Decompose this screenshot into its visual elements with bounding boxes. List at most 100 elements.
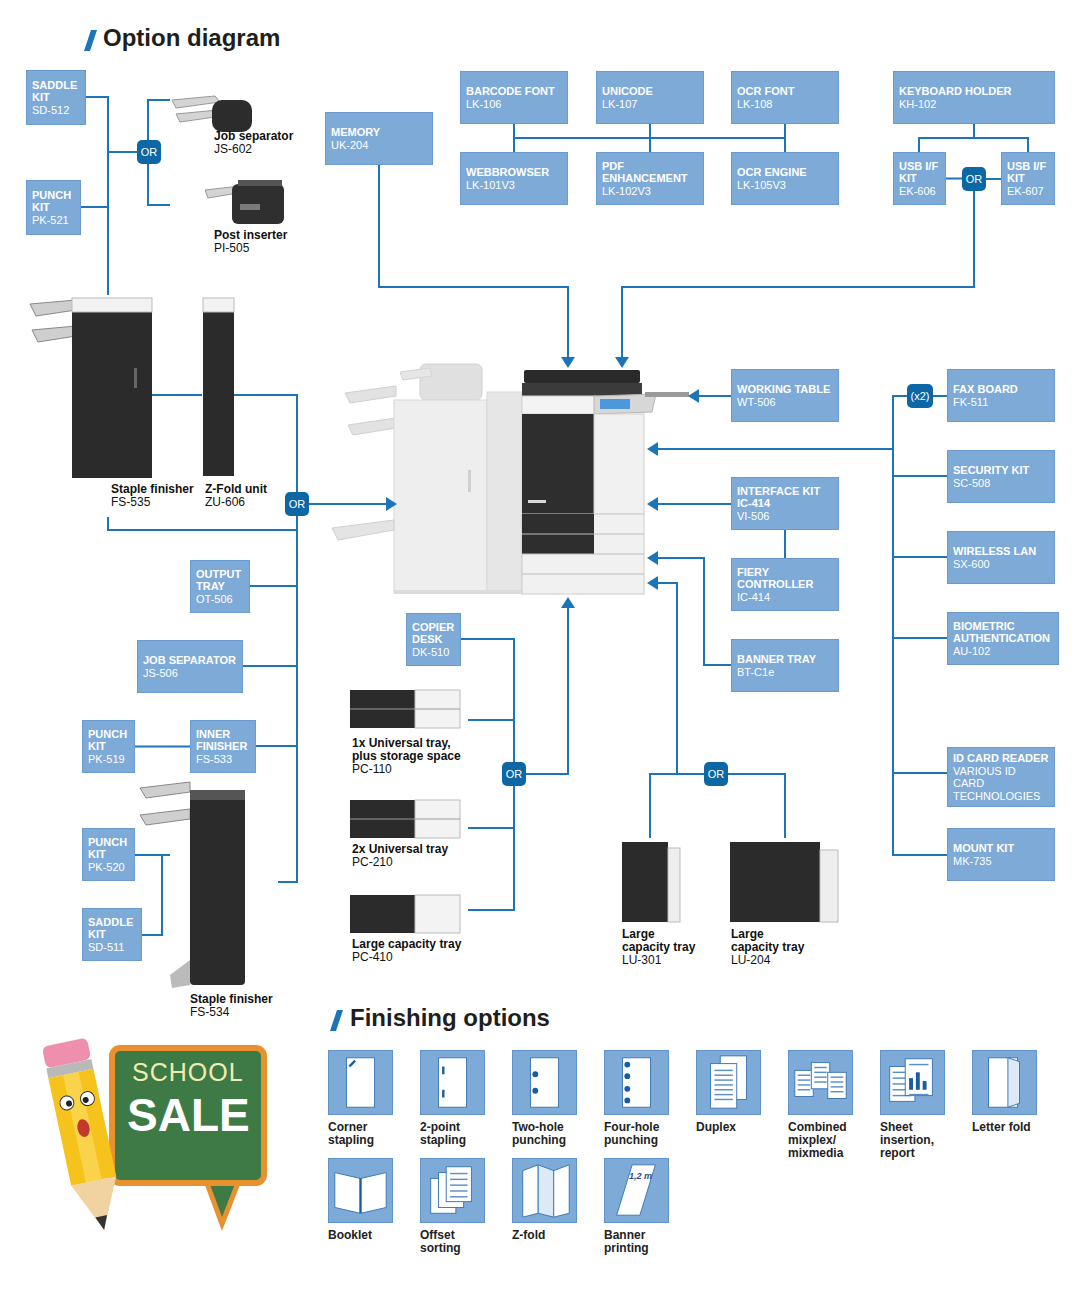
feature-icon bbox=[450, 1173, 467, 1174]
model-number: PC-210 bbox=[352, 856, 466, 869]
post-inserter-picture bbox=[240, 204, 260, 210]
feature-icon bbox=[624, 1098, 630, 1104]
feature-icon bbox=[814, 1072, 827, 1073]
caption-block: Z-Fold unitZU-606 bbox=[205, 483, 273, 509]
paper-tray-pictures bbox=[350, 895, 415, 933]
feature-icon bbox=[811, 1063, 829, 1089]
printer-body bbox=[645, 392, 689, 397]
sale-badge bbox=[112, 1048, 264, 1183]
model-number: SC-508 bbox=[953, 477, 1049, 490]
paper-tray-pictures bbox=[415, 895, 460, 933]
sale-badge bbox=[42, 1037, 127, 1234]
feature-icon bbox=[909, 1078, 913, 1090]
option-name: FIERY CONTROLLER bbox=[737, 566, 833, 591]
choice-badge: OR bbox=[704, 762, 728, 786]
caption-block: 1x Universal tray, plus storage spacePC-… bbox=[352, 737, 466, 776]
connector-line bbox=[893, 396, 947, 638]
option-box: JOB SEPARATORJS-506 bbox=[137, 640, 243, 693]
caption-block: Staple finisherFS-534 bbox=[190, 993, 276, 1019]
option-box: COPIER DESKDK-510 bbox=[406, 613, 461, 666]
finishing-tile: Two-hole punching bbox=[512, 1050, 584, 1147]
staple-finisher-picture bbox=[72, 298, 152, 478]
printer-body bbox=[522, 514, 644, 594]
model-number: PI-505 bbox=[214, 242, 298, 255]
feature-icon bbox=[831, 1086, 844, 1087]
model-number: DK-510 bbox=[412, 646, 455, 659]
sale-badge bbox=[48, 1069, 116, 1186]
connector-line bbox=[135, 746, 190, 748]
paper-tray-pictures bbox=[350, 709, 460, 710]
feature-icon bbox=[513, 1159, 576, 1222]
printer-body bbox=[524, 370, 640, 383]
option-name: SADDLE KIT bbox=[32, 79, 80, 104]
option-box: SADDLE KITSD-511 bbox=[82, 908, 142, 961]
model-number: PK-521 bbox=[32, 214, 75, 227]
option-name: WIRELESS LAN bbox=[953, 545, 1049, 558]
connector-line bbox=[108, 152, 137, 295]
feature-icon bbox=[828, 1072, 846, 1098]
sale-badge bbox=[66, 1100, 73, 1107]
option-name: INNER FINISHER bbox=[196, 728, 250, 753]
model-number: FK-511 bbox=[953, 396, 1049, 409]
connector-line bbox=[784, 124, 786, 152]
feature-name: Sheet insertion, report bbox=[880, 1121, 952, 1160]
connector-line bbox=[256, 516, 297, 746]
arrow-heads bbox=[688, 389, 699, 403]
choice-word: OR bbox=[289, 498, 306, 510]
wire-lines bbox=[152, 394, 202, 396]
feature-icon bbox=[446, 1167, 471, 1202]
product-item: Large capacity trayLU-204 bbox=[728, 838, 843, 968]
staple-finisher-picture bbox=[140, 809, 190, 825]
product-name: Post inserter bbox=[214, 229, 298, 242]
feature-icon bbox=[973, 1051, 1036, 1114]
feature-icon bbox=[714, 1094, 732, 1095]
model-number: SD-511 bbox=[88, 941, 136, 954]
connector-line bbox=[148, 164, 170, 205]
model-number: LK-107 bbox=[602, 98, 698, 111]
feature-icon bbox=[335, 1173, 360, 1214]
feature-icon bbox=[788, 1050, 853, 1115]
product-name: Z-Fold unit bbox=[205, 483, 273, 496]
staple-finisher-picture bbox=[72, 298, 152, 312]
feature-name: Two-hole punching bbox=[512, 1121, 584, 1147]
section-heading: Finishing options bbox=[350, 1006, 550, 1030]
option-box: USB I/F KITEK-607 bbox=[1001, 152, 1055, 205]
connector-line bbox=[893, 396, 947, 557]
staple-finisher-picture bbox=[170, 960, 190, 988]
model-number: VARIOUS ID CARD TECHNOLOGIES bbox=[953, 765, 1049, 803]
sale-badge bbox=[63, 1072, 102, 1183]
feature-icon bbox=[513, 1051, 576, 1114]
printer-body bbox=[522, 370, 689, 594]
sale-badge bbox=[82, 1096, 89, 1103]
model-number: IC-414 bbox=[737, 591, 833, 604]
arrow-heads bbox=[647, 497, 658, 511]
feature-icon bbox=[438, 1058, 466, 1107]
feature-icon bbox=[798, 1089, 811, 1090]
model-number: PK-520 bbox=[88, 861, 129, 874]
connector-line bbox=[148, 100, 170, 140]
caption-block: Post inserterPI-505 bbox=[214, 229, 298, 255]
option-name: BANNER TRAY bbox=[737, 653, 833, 666]
model-number: LK-102V3 bbox=[602, 185, 698, 198]
feature-icon bbox=[905, 1059, 932, 1096]
feature-icon bbox=[361, 1173, 386, 1214]
model-number: WT-506 bbox=[737, 396, 833, 409]
option-box: SADDLE KITSD-512 bbox=[26, 70, 86, 125]
feature-name: Combined mixplex/ mixmedia bbox=[788, 1121, 860, 1160]
feature-icon bbox=[881, 1051, 944, 1114]
feature-icon bbox=[538, 1165, 554, 1217]
option-name: USB I/F KIT bbox=[1007, 160, 1049, 185]
model-number: AU-102 bbox=[953, 645, 1053, 658]
product-item: Large capacity trayPC-410 bbox=[348, 893, 468, 965]
large-tray-pictures bbox=[622, 842, 838, 922]
finishing-tile: Four-hole punching bbox=[604, 1050, 676, 1147]
option-name: USB I/F KIT bbox=[899, 160, 940, 185]
option-box: PUNCH KITPK-520 bbox=[82, 828, 135, 881]
connector-line bbox=[250, 516, 297, 586]
caption-block: Large capacity trayLU-301 bbox=[622, 928, 700, 967]
option-box: BANNER TRAYBT-C1e bbox=[731, 639, 839, 692]
finisher-ghost bbox=[332, 364, 522, 594]
model-number: LU-204 bbox=[731, 954, 809, 967]
product-item: 2x Universal trayPC-210 bbox=[348, 798, 468, 873]
feature-icon bbox=[512, 1158, 577, 1223]
